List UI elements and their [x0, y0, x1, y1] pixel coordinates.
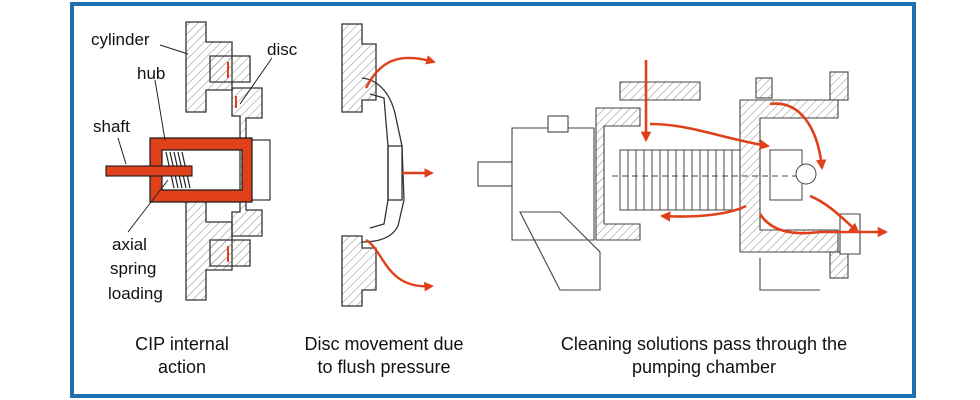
label-cylinder: cylinder — [91, 30, 150, 49]
caption-line: pumping chamber — [631, 357, 777, 377]
caption-disc-movement: Disc movement due to flush pressure — [292, 333, 476, 379]
hub — [149, 137, 253, 203]
caption-pumping-chamber: Cleaning solutions pass through the pump… — [538, 333, 870, 379]
pump-casing — [595, 71, 849, 279]
leader-lines — [117, 44, 273, 233]
cylinder-housing — [185, 21, 251, 301]
cleaning-flow-arrows — [640, 60, 889, 238]
caption-line: Cleaning solutions pass through the — [560, 334, 848, 354]
bellows-seal — [612, 149, 817, 211]
label-shaft: shaft — [93, 117, 130, 136]
motor-body — [477, 115, 601, 291]
panel-pumping-chamber — [477, 60, 889, 291]
label-spring: spring — [110, 259, 157, 278]
label-hub: hub — [137, 64, 166, 83]
label-loading: loading — [108, 284, 163, 303]
shaft — [105, 165, 193, 177]
panel-disc-movement — [341, 23, 436, 307]
caption-line: action — [157, 357, 207, 377]
panel-cip-internal-action — [105, 21, 273, 301]
flush-flow-arrows-2 — [364, 55, 436, 292]
caption-cip-internal-action: CIP internal action — [112, 333, 252, 379]
housing-2 — [341, 23, 377, 307]
caption-line: Disc movement due — [304, 334, 464, 354]
red-marks — [227, 62, 237, 262]
caption-line: to flush pressure — [317, 357, 451, 377]
label-axial: axial — [112, 235, 147, 254]
caption-line: CIP internal — [135, 334, 229, 354]
label-disc: disc — [267, 40, 298, 59]
disc-2 — [361, 77, 405, 243]
